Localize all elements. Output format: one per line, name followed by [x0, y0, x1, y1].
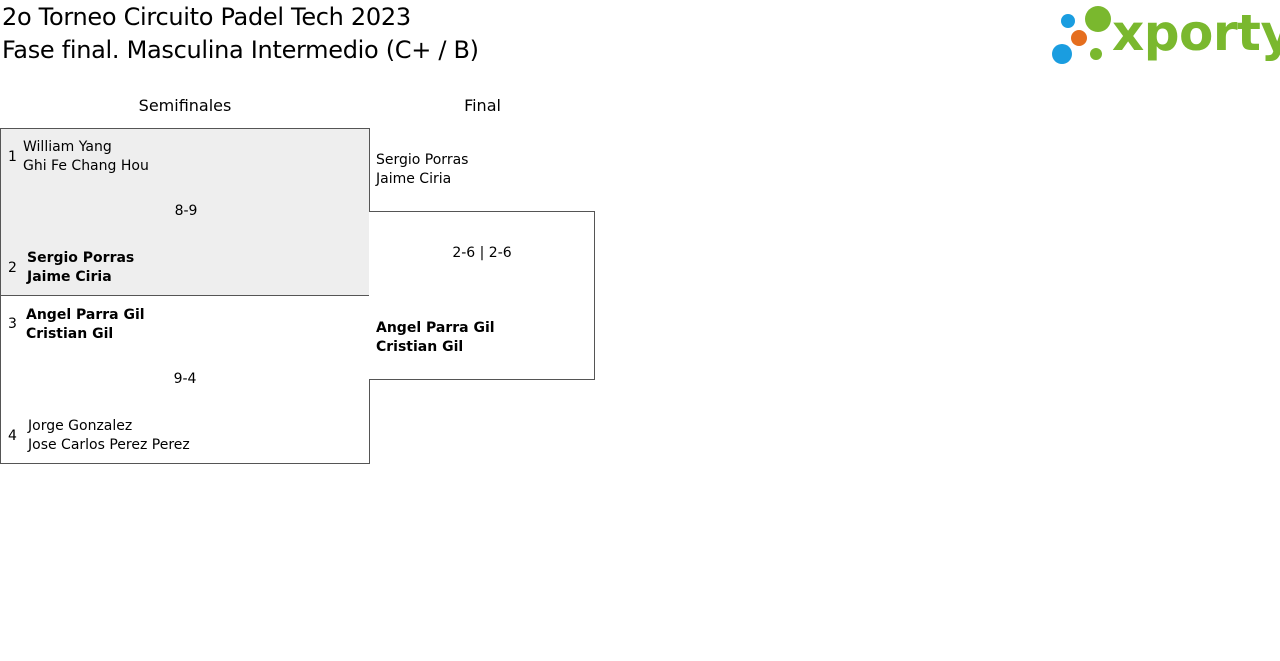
logo-dot-green-icon [1085, 6, 1111, 32]
player-name: Ghi Fe Chang Hou [23, 158, 149, 174]
seed-number: 2 [8, 260, 17, 276]
match-score: 8-9 [174, 203, 198, 219]
xporty-logo[interactable]: xporty [1050, 4, 1280, 68]
logo-wordmark: xporty [1112, 4, 1280, 62]
seed-number: 4 [8, 428, 17, 444]
team-entry: William Yang Ghi Fe Chang Hou [23, 138, 149, 176]
team-entry-winner: Angel Parra Gil Cristian Gil [26, 306, 145, 344]
team-entry: Jorge Gonzalez Jose Carlos Perez Perez [28, 417, 190, 455]
player-name: Angel Parra Gil [26, 307, 145, 323]
match-score: 9-4 [173, 371, 197, 387]
player-name: Angel Parra Gil [376, 320, 495, 336]
player-name: Jorge Gonzalez [28, 418, 133, 434]
player-name: Sergio Porras [27, 250, 135, 266]
semifinal-match-1[interactable]: 1 William Yang Ghi Fe Chang Hou 8-9 2 Se… [0, 128, 370, 296]
semifinal-match-2[interactable]: 3 Angel Parra Gil Cristian Gil 9-4 4 Jor… [0, 295, 370, 464]
player-name: Jaime Ciria [376, 171, 452, 187]
player-name: William Yang [23, 139, 112, 155]
team-entry-winner: Sergio Porras Jaime Ciria [27, 249, 134, 287]
seed-number: 3 [8, 316, 17, 332]
player-name: Cristian Gil [376, 339, 464, 355]
player-name: Sergio Porras [376, 152, 469, 168]
seed-number: 1 [8, 149, 17, 165]
page-subtitle: Fase final. Masculina Intermedio (C+ / B… [2, 36, 479, 64]
page-title: 2o Torneo Circuito Padel Tech 2023 [2, 3, 411, 31]
player-name: Jaime Ciria [27, 269, 112, 285]
player-name: Jose Carlos Perez Perez [28, 437, 190, 453]
column-header-final: Final [464, 96, 501, 115]
logo-dot-blue-small-icon [1061, 14, 1075, 28]
player-name: Cristian Gil [26, 326, 114, 342]
logo-dot-blue-large-icon [1052, 44, 1072, 64]
column-header-semifinals: Semifinales [138, 96, 232, 115]
final-match[interactable]: 2-6 | 2-6 Angel Parra Gil Cristian Gil [369, 211, 595, 380]
logo-dot-orange-icon [1071, 30, 1087, 46]
logo-dot-green-small-icon [1090, 48, 1102, 60]
final-team-entry-winner: Angel Parra Gil Cristian Gil [376, 319, 495, 357]
match-score: 2-6 | 2-6 [452, 245, 512, 261]
final-team-entry: Sergio Porras Jaime Ciria [376, 151, 468, 189]
